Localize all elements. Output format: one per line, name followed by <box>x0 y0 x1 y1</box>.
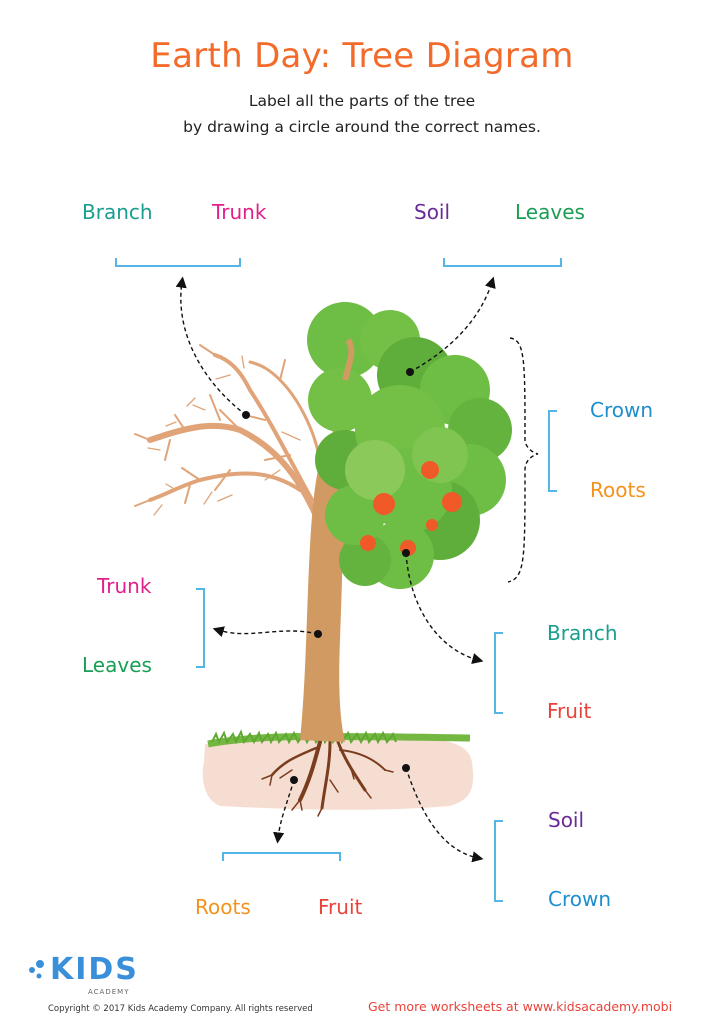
splash-icon <box>29 960 44 979</box>
bracket-top-right <box>443 258 562 267</box>
fruits <box>360 461 462 556</box>
label-crown-right[interactable]: Crown <box>590 398 654 422</box>
label-crown-bottom-right[interactable]: Crown <box>548 887 612 911</box>
roots <box>261 740 394 817</box>
bare-branches <box>134 344 322 523</box>
pointer-arrows <box>175 276 496 863</box>
label-fruit-right[interactable]: Fruit <box>547 699 592 723</box>
bracket-roots <box>222 852 341 861</box>
label-roots-bottom[interactable]: Roots <box>195 895 251 919</box>
label-soil-right[interactable]: Soil <box>548 808 585 832</box>
crown-brace <box>507 337 539 583</box>
bracket-trunk <box>196 588 205 668</box>
instructions-line-2: by drawing a circle around the correct n… <box>183 118 541 136</box>
label-trunk-left[interactable]: Trunk <box>97 574 152 598</box>
bracket-soil <box>494 820 503 902</box>
label-trunk-top-left[interactable]: Trunk <box>212 200 267 224</box>
label-branch-right[interactable]: Branch <box>547 621 618 645</box>
logo-text: KIDS <box>50 952 139 987</box>
label-fruit-bottom[interactable]: Fruit <box>318 895 363 919</box>
worksheets-link[interactable]: Get more worksheets at www.kidsacademy.m… <box>368 999 673 1014</box>
copyright-text: Copyright © 2017 Kids Academy Company. A… <box>48 1004 313 1014</box>
logo-subtext: ACADEMY <box>88 988 130 996</box>
label-leaves-top-right[interactable]: Leaves <box>515 200 585 224</box>
bracket-crown <box>548 410 557 492</box>
instructions-line-1: Label all the parts of the tree <box>248 92 476 110</box>
label-roots-right[interactable]: Roots <box>590 478 646 502</box>
label-leaves-left[interactable]: Leaves <box>82 653 152 677</box>
label-branch-top-left[interactable]: Branch <box>82 200 153 224</box>
label-soil-top-right[interactable]: Soil <box>414 200 451 224</box>
pointer-dots <box>242 368 414 784</box>
bracket-top-left <box>115 258 241 267</box>
page-title: Earth Day: Tree Diagram <box>150 36 574 76</box>
bracket-fruit <box>494 632 503 714</box>
